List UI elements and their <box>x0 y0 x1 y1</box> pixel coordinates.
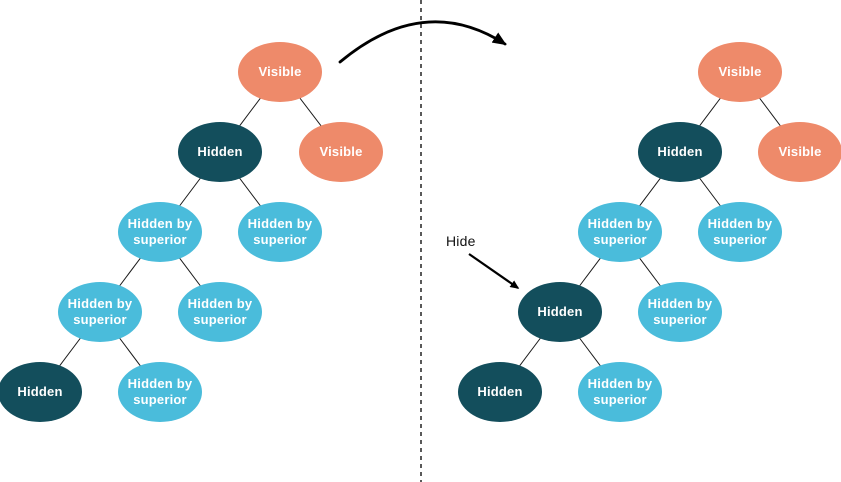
tree-node-hidden: Hidden <box>518 282 602 342</box>
tree-node-hidden-by-superior: Hidden by superior <box>238 202 322 262</box>
tree-node-hidden: Hidden <box>458 362 542 422</box>
tree-node-hidden-by-superior: Hidden by superior <box>578 362 662 422</box>
tree-node-visible: Visible <box>698 42 782 102</box>
tree-node-hidden: Hidden <box>178 122 262 182</box>
tree-node-hidden-by-superior: Hidden by superior <box>118 362 202 422</box>
tree-node-visible: Visible <box>238 42 322 102</box>
hide-label: Hide <box>446 233 476 249</box>
tree-node-hidden-by-superior: Hidden by superior <box>58 282 142 342</box>
tree-node-visible: Visible <box>758 122 841 182</box>
transition-arrow <box>338 20 507 64</box>
tree-node-hidden: Hidden <box>638 122 722 182</box>
tree-node-hidden-by-superior: Hidden by superior <box>638 282 722 342</box>
tree-node-hidden: Hidden <box>0 362 82 422</box>
tree-node-hidden-by-superior: Hidden by superior <box>698 202 782 262</box>
tree-node-hidden-by-superior: Hidden by superior <box>578 202 662 262</box>
tree-node-hidden-by-superior: Hidden by superior <box>118 202 202 262</box>
hide-arrow <box>468 253 520 289</box>
tree-node-hidden-by-superior: Hidden by superior <box>178 282 262 342</box>
tree-node-visible: Visible <box>299 122 383 182</box>
